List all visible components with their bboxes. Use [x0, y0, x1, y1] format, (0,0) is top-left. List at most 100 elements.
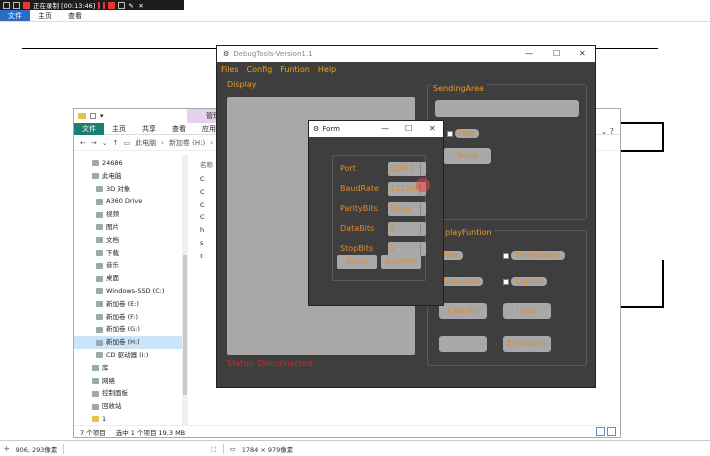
camera-icon[interactable] — [118, 1, 126, 9]
explorer-statusbar: 7 个项目 选中 1 个项目 19.3 MB — [74, 425, 620, 437]
nav-item[interactable]: 音乐 — [74, 259, 184, 272]
ribbon-tab-view[interactable]: 查看 — [172, 124, 186, 133]
send-input[interactable] — [435, 100, 579, 117]
hex-display-checkbox[interactable]: Hex — [439, 251, 463, 260]
menu-funtion[interactable]: Funtion — [280, 64, 310, 74]
list-item[interactable]: C — [200, 175, 205, 183]
baudrate-label: BaudRate — [340, 184, 379, 193]
breadcrumb-drive[interactable]: 新加卷 (H:) — [168, 138, 206, 147]
nav-item[interactable]: 文档 — [74, 234, 184, 247]
port-select[interactable]: COM1 — [388, 162, 426, 176]
breadcrumb-pc[interactable]: 此电脑 — [135, 138, 157, 147]
nav-item[interactable]: 回收站 — [74, 400, 184, 413]
form-title: Form — [322, 125, 340, 133]
nav-item[interactable]: 图片 — [74, 221, 184, 234]
ribbon-tab-share[interactable]: 共享 — [142, 124, 156, 133]
nav-item[interactable]: 此电脑 — [74, 170, 184, 183]
databits-select[interactable]: 8 — [388, 222, 426, 236]
clearall-button[interactable]: ClearAll — [439, 303, 487, 319]
nav-item[interactable]: 下载 — [74, 247, 184, 260]
ribbon-tab-file[interactable]: 文件 — [74, 122, 104, 135]
paint-tab-view[interactable]: 查看 — [68, 12, 82, 20]
close-icon[interactable]: ✕ — [579, 49, 586, 58]
list-item[interactable]: ៖ — [200, 251, 203, 260]
canvas-line — [596, 48, 658, 49]
up-icon[interactable]: ↑ — [112, 138, 119, 147]
help-icon[interactable]: ⌄ ? — [600, 127, 615, 136]
stopbits-label: StopBits — [340, 244, 374, 253]
reset-button[interactable]: Reset — [337, 255, 377, 269]
stopbits-row: StopBits 1 — [340, 242, 426, 256]
debugtools-window: ⚙ DebugTools-Version1.1 — ☐ ✕ Files Conf… — [216, 45, 596, 388]
chevron-down-icon[interactable]: ▾ — [100, 112, 104, 120]
endframe-button[interactable]: EndFrame — [503, 336, 551, 352]
window-icon[interactable] — [3, 1, 10, 9]
stop-icon[interactable] — [108, 1, 116, 9]
separate-checkbox[interactable]: Separate — [439, 277, 484, 286]
nav-item[interactable]: 新加卷 (H:) — [74, 336, 184, 349]
list-item[interactable]: C — [200, 213, 205, 222]
record-icon[interactable] — [23, 1, 30, 9]
nav-item[interactable]: 3D 对象 — [74, 183, 184, 196]
minimize-icon[interactable]: — — [525, 49, 533, 58]
nav-item[interactable]: Windows-SSD (C:) — [74, 285, 184, 298]
stopbits-select[interactable]: 1 — [388, 242, 426, 256]
ribbon-tab-home[interactable]: 主页 — [112, 124, 126, 133]
menu-config[interactable]: Config — [246, 64, 273, 74]
maximize-icon[interactable]: ☐ — [553, 49, 561, 58]
list-item[interactable]: s — [200, 238, 204, 247]
nav-item[interactable]: 桌面 — [74, 272, 184, 285]
send-button[interactable]: Send — [443, 148, 491, 164]
chevron-down-icon[interactable]: ⌄ — [101, 138, 108, 147]
checkbox-icon[interactable] — [90, 113, 96, 119]
hex-send-checkbox[interactable]: Hex — [447, 129, 479, 138]
nav-item[interactable]: CD 驱动器 (I:) — [74, 349, 184, 362]
nav-scrollbar[interactable] — [182, 155, 188, 425]
canvas-rect — [620, 122, 664, 152]
cursor-position: 906, 293像素 — [15, 445, 58, 454]
pause-icon[interactable] — [98, 1, 106, 9]
details-view-icon[interactable] — [596, 427, 605, 436]
nav-item[interactable]: 新加卷 (F:) — [74, 311, 184, 324]
selection-icon: ⬚ — [210, 444, 217, 453]
paint-tab-file[interactable]: 文件 — [0, 10, 30, 21]
paint-tab-home[interactable]: 主页 — [38, 12, 52, 20]
nav-item[interactable]: A360 Drive — [74, 195, 184, 208]
pen-icon[interactable]: ✎ — [128, 1, 134, 10]
display-label: Display — [227, 80, 257, 89]
list-item[interactable]: C — [200, 187, 205, 196]
close-icon[interactable]: ✕ — [138, 1, 144, 10]
nav-item[interactable]: 新加卷 (G:) — [74, 323, 184, 336]
list-item[interactable]: h — [200, 226, 205, 235]
undo-button[interactable]: Undo — [503, 303, 551, 319]
form-dialog: ⚙ Form — ☐ ✕ Port COM1 BaudRate 115200 P… — [308, 120, 444, 306]
nav-item[interactable]: 控制面板 — [74, 387, 184, 400]
close-icon[interactable]: ✕ — [429, 124, 436, 133]
nav-item[interactable]: 1 — [74, 413, 184, 426]
timestamp-checkbox[interactable]: TimeStamp — [503, 251, 565, 260]
canvas-line — [22, 48, 222, 49]
gear-icon: ⚙ — [313, 125, 320, 133]
tiles-view-icon[interactable] — [607, 427, 616, 436]
nav-item[interactable]: 24686 — [74, 157, 184, 170]
forward-icon[interactable]: → — [90, 138, 97, 147]
minimize-icon[interactable]: — — [381, 124, 389, 133]
nav-item[interactable]: 库 — [74, 362, 184, 375]
maximize-icon[interactable]: ☐ — [405, 124, 413, 133]
confirm-button[interactable]: Confirm — [381, 255, 421, 269]
nav-item[interactable]: 网络 — [74, 375, 184, 388]
capital-checkbox[interactable]: Capital — [503, 277, 548, 286]
debugtools-titlebar: ⚙ DebugTools-Version1.1 — ☐ ✕ — [217, 46, 595, 62]
databits-row: DataBits 8 — [340, 222, 426, 236]
menu-files[interactable]: Files — [221, 64, 239, 74]
back-icon[interactable]: ← — [80, 138, 86, 147]
blank-button[interactable] — [439, 336, 487, 352]
nav-item[interactable]: 视频 — [74, 208, 184, 221]
column-header-name[interactable]: 名称 — [200, 161, 213, 169]
paritybits-label: ParityBits — [340, 204, 378, 213]
nav-item[interactable]: 新加卷 (E:) — [74, 298, 184, 311]
menu-help[interactable]: Help — [317, 64, 337, 74]
monitor-icon[interactable] — [13, 1, 20, 9]
list-item[interactable]: C — [200, 200, 205, 209]
paritybits-select[interactable]: None — [388, 202, 426, 216]
